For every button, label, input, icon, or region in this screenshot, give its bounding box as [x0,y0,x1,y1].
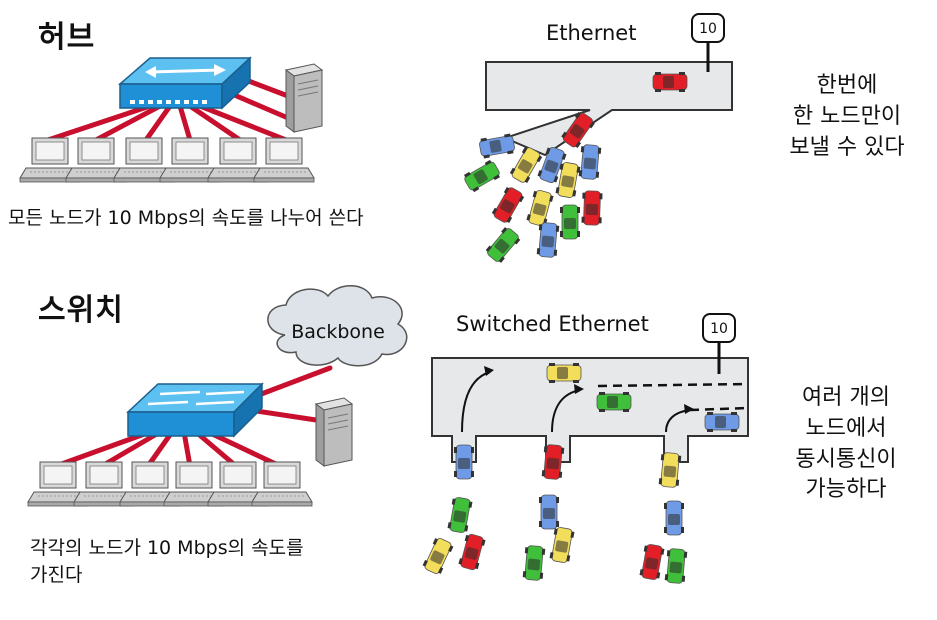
switch-road: 10 [421,313,749,585]
backbone-label: Backbone [291,321,385,343]
hub-device [117,56,252,110]
hub-heading: 허브 [38,20,96,55]
hub-road: 10 [461,13,733,265]
car-icon [663,500,685,536]
switch-speed-sign-label: 10 [710,321,728,337]
switch-caption-line-2: 가진다 [30,563,83,586]
switch-server-icon [315,397,353,467]
car-icon [578,143,602,181]
switch-side-note: 여러 개의 노드에서 동시통신이 가능하다 [776,383,916,506]
hub-side-note-line-1: 한번에 [816,73,878,98]
switch-side-note-line-3: 동시통신이 [795,446,897,472]
car-icon [548,526,576,564]
switch-side-note-line-1: 여러 개의 [802,385,890,410]
hub-side-note: 한번에 한 노드만이 보낼 수 있다 [772,71,922,163]
car-icon [704,411,740,433]
car-icon [446,496,474,534]
car-icon [538,494,560,530]
car-icon [658,451,682,489]
car-icon [525,188,555,228]
hub-network-diagram [19,56,323,183]
car-icon [541,443,565,481]
switch-side-note-line-2: 노드에서 [805,415,887,441]
switch-caption-line-1: 각각의 노드가 10 Mbps의 속도를 [30,537,304,559]
hub-cables [45,77,291,143]
hub-speed-sign-icon: 10 [691,13,725,72]
car-icon [457,532,487,572]
car-icon [638,543,666,581]
switch-side-note-line-4: 가능하다 [805,477,887,503]
car-icon [546,362,582,384]
car-icon [478,132,516,160]
car-icon [421,535,455,577]
car-icon [461,158,503,194]
switch-computers [27,461,313,507]
hub-computers [19,137,315,183]
car-icon [490,184,526,226]
car-icon [483,225,523,265]
switch-heading: 스위치 [38,293,124,328]
switch-caption: 각각의 노드가 10 Mbps의 속도를 가진다 [30,535,304,588]
hub-road-title: Ethernet [546,21,637,45]
hub-speed-sign-label: 10 [699,21,717,37]
car-icon [559,204,581,240]
hub-server-icon [285,63,323,133]
backbone-cloud: Backbone [267,285,408,367]
switch-device [126,382,264,438]
car-icon [453,444,475,480]
switch-road-title: Switched Ethernet [456,312,649,336]
car-icon [522,544,546,582]
hub-side-note-line-3: 보낼 수 있다 [789,134,905,160]
switch-network-diagram: Backbone [27,285,408,507]
switch-speed-sign-icon: 10 [702,313,736,374]
hub-caption: 모든 노드가 10 Mbps의 속도를 나누어 쓴다 [8,207,364,229]
car-icon [580,190,604,226]
car-icon [664,547,688,585]
car-icon [596,391,632,413]
switch-cables [53,365,333,469]
hub-side-note-line-2: 한 노드만이 [792,103,902,129]
car-icon [652,71,688,93]
car-icon [536,221,560,259]
